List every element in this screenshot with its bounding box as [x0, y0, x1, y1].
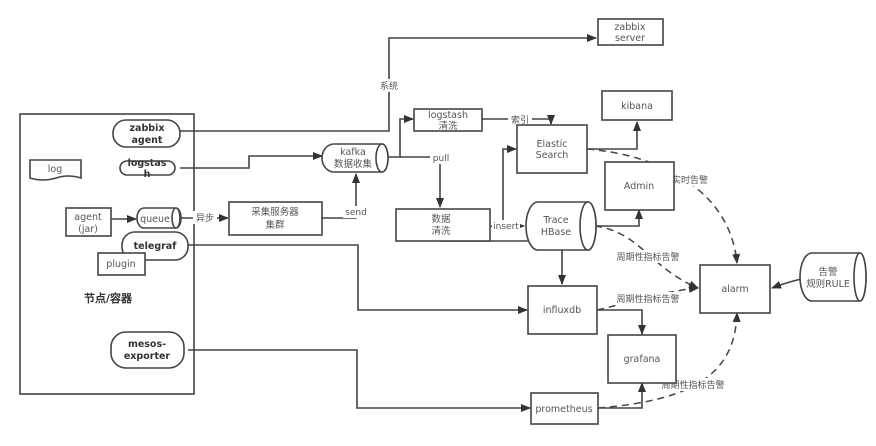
svg-text:告警: 告警	[818, 266, 838, 278]
node-grafana[interactable]: grafana	[607, 334, 677, 384]
svg-text:Elastic: Elastic	[536, 139, 567, 150]
svg-text:(jar): (jar)	[78, 224, 98, 235]
node-log[interactable]: log	[29, 159, 82, 181]
node-zabbix-agent[interactable]: zabbix agent	[112, 119, 181, 148]
node-elastic-search[interactable]: Elastic Search	[516, 124, 588, 174]
svg-text:HBase: HBase	[541, 227, 571, 238]
svg-text:telegraf: telegraf	[134, 241, 178, 252]
node-agent-jar[interactable]: agent (jar)	[65, 207, 112, 237]
svg-text:zabbix: zabbix	[130, 123, 165, 134]
svg-text:server: server	[615, 33, 645, 44]
svg-text:规则RULE: 规则RULE	[806, 278, 850, 290]
node-zabbix-server[interactable]: zabbix server	[597, 18, 664, 46]
edge-telegraf-to-influxdb	[188, 244, 528, 314]
edge-logstash-clean-to-es	[482, 115, 555, 125]
edge-hbase-periodic-alarm	[594, 225, 699, 289]
node-queue[interactable]: queue	[136, 207, 182, 229]
node-influxdb[interactable]: influxdb	[527, 285, 598, 335]
svg-text:grafana: grafana	[624, 354, 661, 365]
svg-text:queue: queue	[140, 214, 170, 225]
node-logstash-clean[interactable]: logstash 清洗	[413, 108, 483, 132]
svg-text:alarm: alarm	[721, 284, 748, 295]
svg-text:Search: Search	[536, 150, 569, 161]
edge-es-to-kibana	[587, 121, 641, 150]
node-alarm-rule[interactable]: 告警 规则RULE	[799, 252, 867, 302]
svg-text:influxdb: influxdb	[543, 305, 581, 316]
edge-label-periodic-alarm-influx: 周期性指标告警	[616, 293, 679, 305]
svg-text:Trace: Trace	[542, 215, 568, 226]
svg-text:集群: 集群	[265, 219, 285, 231]
svg-text:kafka: kafka	[340, 147, 366, 158]
edge-label-periodic-alarm-prom: 周期性指标告警	[661, 379, 724, 391]
svg-text:plugin: plugin	[106, 259, 135, 270]
edge-kafka-to-data-clean	[400, 156, 444, 208]
node-data-clean[interactable]: 数据 清洗	[395, 208, 491, 242]
node-admin[interactable]: Admin	[604, 161, 675, 211]
svg-text:prometheus: prometheus	[535, 404, 592, 415]
node-kafka[interactable]: kafka 数据收集	[321, 143, 389, 173]
svg-text:数据: 数据	[431, 213, 451, 225]
svg-text:log: log	[48, 164, 62, 175]
node-mesos-exporter[interactable]: mesos- exporter	[110, 331, 185, 369]
node-prometheus[interactable]: prometheus	[530, 392, 599, 425]
edge-label-async: 异步	[196, 213, 214, 224]
svg-text:logstas: logstas	[128, 158, 167, 169]
edge-logstash-to-kafka	[180, 152, 323, 169]
svg-text:agent: agent	[132, 135, 163, 146]
edge-label-realtime-alarm: 实时告警	[672, 174, 708, 186]
edge-data-clean-to-es	[490, 145, 517, 227]
svg-text:采集服务器: 采集服务器	[251, 206, 299, 218]
svg-text:kibana: kibana	[621, 101, 653, 112]
svg-text:agent: agent	[74, 212, 102, 223]
edge-label-periodic-alarm-hbase: 周期性指标告警	[616, 251, 679, 263]
edge-prometheus-to-grafana	[598, 382, 646, 409]
svg-text:清洗: 清洗	[431, 225, 451, 237]
node-trace-hbase[interactable]: Trace HBase	[525, 201, 597, 251]
node-collector-cluster[interactable]: 采集服务器 集群	[228, 201, 323, 236]
edge-label-send: send	[345, 208, 367, 218]
node-logstash-agent[interactable]: logstas h	[119, 158, 176, 180]
edge-kafka-to-logstash-clean	[388, 115, 414, 158]
node-container-title: 节点/容器	[84, 291, 133, 305]
svg-text:h: h	[144, 169, 151, 180]
svg-text:zabbix: zabbix	[614, 22, 646, 33]
svg-text:清洗: 清洗	[438, 120, 458, 132]
edge-es-realtime-alarm	[586, 148, 741, 264]
svg-text:数据收集: 数据收集	[334, 158, 373, 170]
edge-influxdb-to-grafana	[597, 309, 646, 335]
edge-rule-to-alarm	[771, 278, 802, 289]
edge-label-pull: pull	[433, 154, 449, 164]
node-alarm[interactable]: alarm	[699, 264, 771, 314]
edge-mesos-to-prometheus	[188, 349, 531, 412]
svg-text:Admin: Admin	[624, 181, 654, 192]
svg-text:mesos-: mesos-	[128, 339, 166, 350]
node-kibana[interactable]: kibana	[601, 90, 673, 121]
edge-hbase-to-admin	[595, 209, 643, 227]
node-plugin[interactable]: plugin	[97, 252, 146, 276]
edge-label-index: 索引	[511, 114, 529, 126]
edge-label-system: 系统	[380, 80, 398, 92]
svg-text:exporter: exporter	[124, 351, 171, 362]
svg-text:logstash: logstash	[428, 110, 468, 121]
edge-label-insert: insert	[493, 222, 519, 232]
